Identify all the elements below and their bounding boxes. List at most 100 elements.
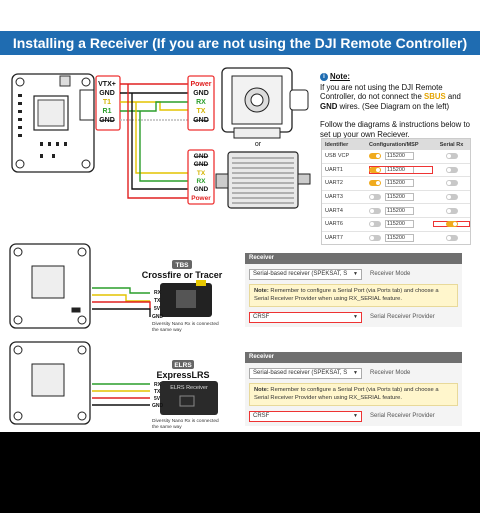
receiver-panel-header: Receiver [245,352,462,363]
port-identifier: UART1 [325,166,343,173]
serial-provider-select[interactable]: CRSF▼ [249,311,362,323]
port-identifier: UART3 [325,194,343,201]
msp-toggle[interactable] [369,153,381,160]
gnd-word: GND [320,101,338,111]
alt-pin-rx: RX [196,178,206,185]
elrs-pin-5v: 5V [154,396,161,402]
air-pin-rx: RX [196,99,206,106]
baud-select[interactable]: 115200 [385,179,414,188]
receiver-note: Note: Remember to configure a Serial Por… [249,284,458,307]
receiver-mode-select[interactable]: Serial-based receiver (SPEKSAT, S▼ [249,367,362,379]
or-label: or [255,141,262,148]
page-title-banner: Installing a Receiver (If you are not us… [0,31,480,55]
elrs-badge-text: ELRS [174,362,192,369]
header-serial-rx: Serial Rx [439,141,464,148]
ports-table: Identifier Configuration/MSP Serial Rx U… [321,138,471,246]
dji-alt-air-unit [215,151,311,209]
alt-pin-power: Power [191,195,211,202]
fc-pad-vtx: VTX+ [98,81,116,88]
receiver-panel-body: Serial-based receiver (SPEKSAT, S▼ Recei… [245,264,462,327]
tbs-title: Crossfire or Tracer [142,270,223,280]
baud-select[interactable]: 115200 [385,152,414,161]
header-configuration: Configuration/MSP [369,141,419,148]
serial-rx-toggle[interactable] [445,207,458,214]
receiver-panel-header: Receiver [245,253,462,264]
chevron-down-icon: ▼ [353,313,358,320]
receiver-note: Note: Remember to configure a Serial Por… [249,383,458,406]
port-identifier: UART2 [325,180,343,187]
page-title: Installing a Receiver (If you are not us… [12,35,468,51]
note-heading: Note: [330,72,350,81]
port-config-cell: 115200 [369,193,433,202]
receiver-mode-select[interactable]: Serial-based receiver (SPEKSAT, S▼ [249,268,362,280]
port-row: UART7 115200 [322,230,470,245]
alt-pin-gnd-1: GND [194,153,209,160]
port-serial-rx-cell [433,153,470,160]
msp-toggle[interactable] [369,166,381,173]
serial-rx-toggle[interactable] [445,194,458,201]
elrs-wiring-diagram: ELRS ExpressLRS ELRS Receiver RX TX 5V G… [9,341,218,425]
tbs-wiring-diagram: TBS Crossfire or Tracer RX TX 5V GND [9,243,223,329]
elrs-caption: Diversity Nano Rx is connected the same … [152,419,219,430]
serial-rx-toggle[interactable] [445,221,458,228]
elrs-module-label: ELRS Receiver [170,385,208,391]
dji-wiring-diagram: VTX+ GND T1 R1 GND Power GND RX TX GND [11,67,311,209]
port-serial-rx-cell [433,234,470,241]
serial-rx-toggle[interactable] [445,180,458,187]
port-serial-rx-cell [433,207,470,214]
serial-rx-toggle[interactable] [445,166,458,173]
baud-select[interactable]: 115200 [385,220,414,229]
baud-select[interactable]: 115200 [385,206,414,215]
msp-toggle[interactable] [369,221,381,228]
port-identifier: UART4 [325,207,343,214]
page: Installing a Receiver (If you are not us… [0,0,480,432]
alt-pin-gnd-2: GND [194,161,209,168]
tbs-badge [172,260,192,269]
msp-toggle[interactable] [369,207,381,214]
port-config-cell: 115200 [369,233,433,242]
port-serial-rx-cell [433,180,470,187]
port-config-cell: 115200 [369,152,433,161]
msp-toggle[interactable] [369,180,381,187]
baud-select[interactable]: 115200 [385,233,414,242]
elrs-badge [172,360,194,369]
serial-provider-label: Serial Receiver Provider [370,413,435,419]
receiver-panel-body: Serial-based receiver (SPEKSAT, S▼ Recei… [245,363,462,426]
air-pin-power: Power [190,81,211,88]
chevron-down-icon: ▼ [353,412,358,419]
note-paragraph-1: If you are not using the DJI Remote Cont… [320,82,461,111]
serial-provider-select[interactable]: CRSF▼ [249,410,362,422]
tbs-pin-gnd: GND [152,314,164,320]
tbs-pin-5v: 5V [154,306,161,312]
alt-pin-gnd-3: GND [194,186,209,193]
port-identifier: USB VCP [325,153,350,160]
port-row: UART2 115200 [322,176,470,190]
tbs-pin-rx: RX [154,290,162,296]
fc-pad-r1: R1 [103,108,112,115]
fc-pad-t1: T1 [103,99,111,106]
port-identifier: UART7 [325,234,343,241]
chevron-down-icon: ▼ [353,270,358,277]
elrs-pin-rx: RX [154,382,162,388]
fc-pad-gnd-2: GND [99,117,115,124]
port-config-cell: 115200 [369,206,433,215]
alt-pin-tx: TX [197,170,206,177]
elrs-receiver-module [160,381,218,415]
port-identifier: UART6 [325,221,343,228]
msp-toggle[interactable] [369,194,381,201]
port-config-cell: 115200 [369,165,433,174]
serial-provider-label: Serial Receiver Provider [370,314,435,320]
serial-rx-toggle[interactable] [445,234,458,241]
port-row: UART6 115200 [322,216,470,231]
fc-pad-gnd: GND [99,90,115,97]
baud-select[interactable]: 115200 [385,193,414,202]
msp-toggle[interactable] [369,234,381,241]
serial-rx-toggle[interactable] [445,153,458,160]
baud-select[interactable]: 115200 [385,165,414,174]
elrs-pin-gnd: GND [152,403,164,409]
fc-board-tbs [9,243,91,329]
air-pin-tx: TX [197,108,206,115]
elrs-title: ExpressLRS [156,370,209,380]
note-paragraph-2: Follow the diagrams & instructions below… [320,120,470,139]
